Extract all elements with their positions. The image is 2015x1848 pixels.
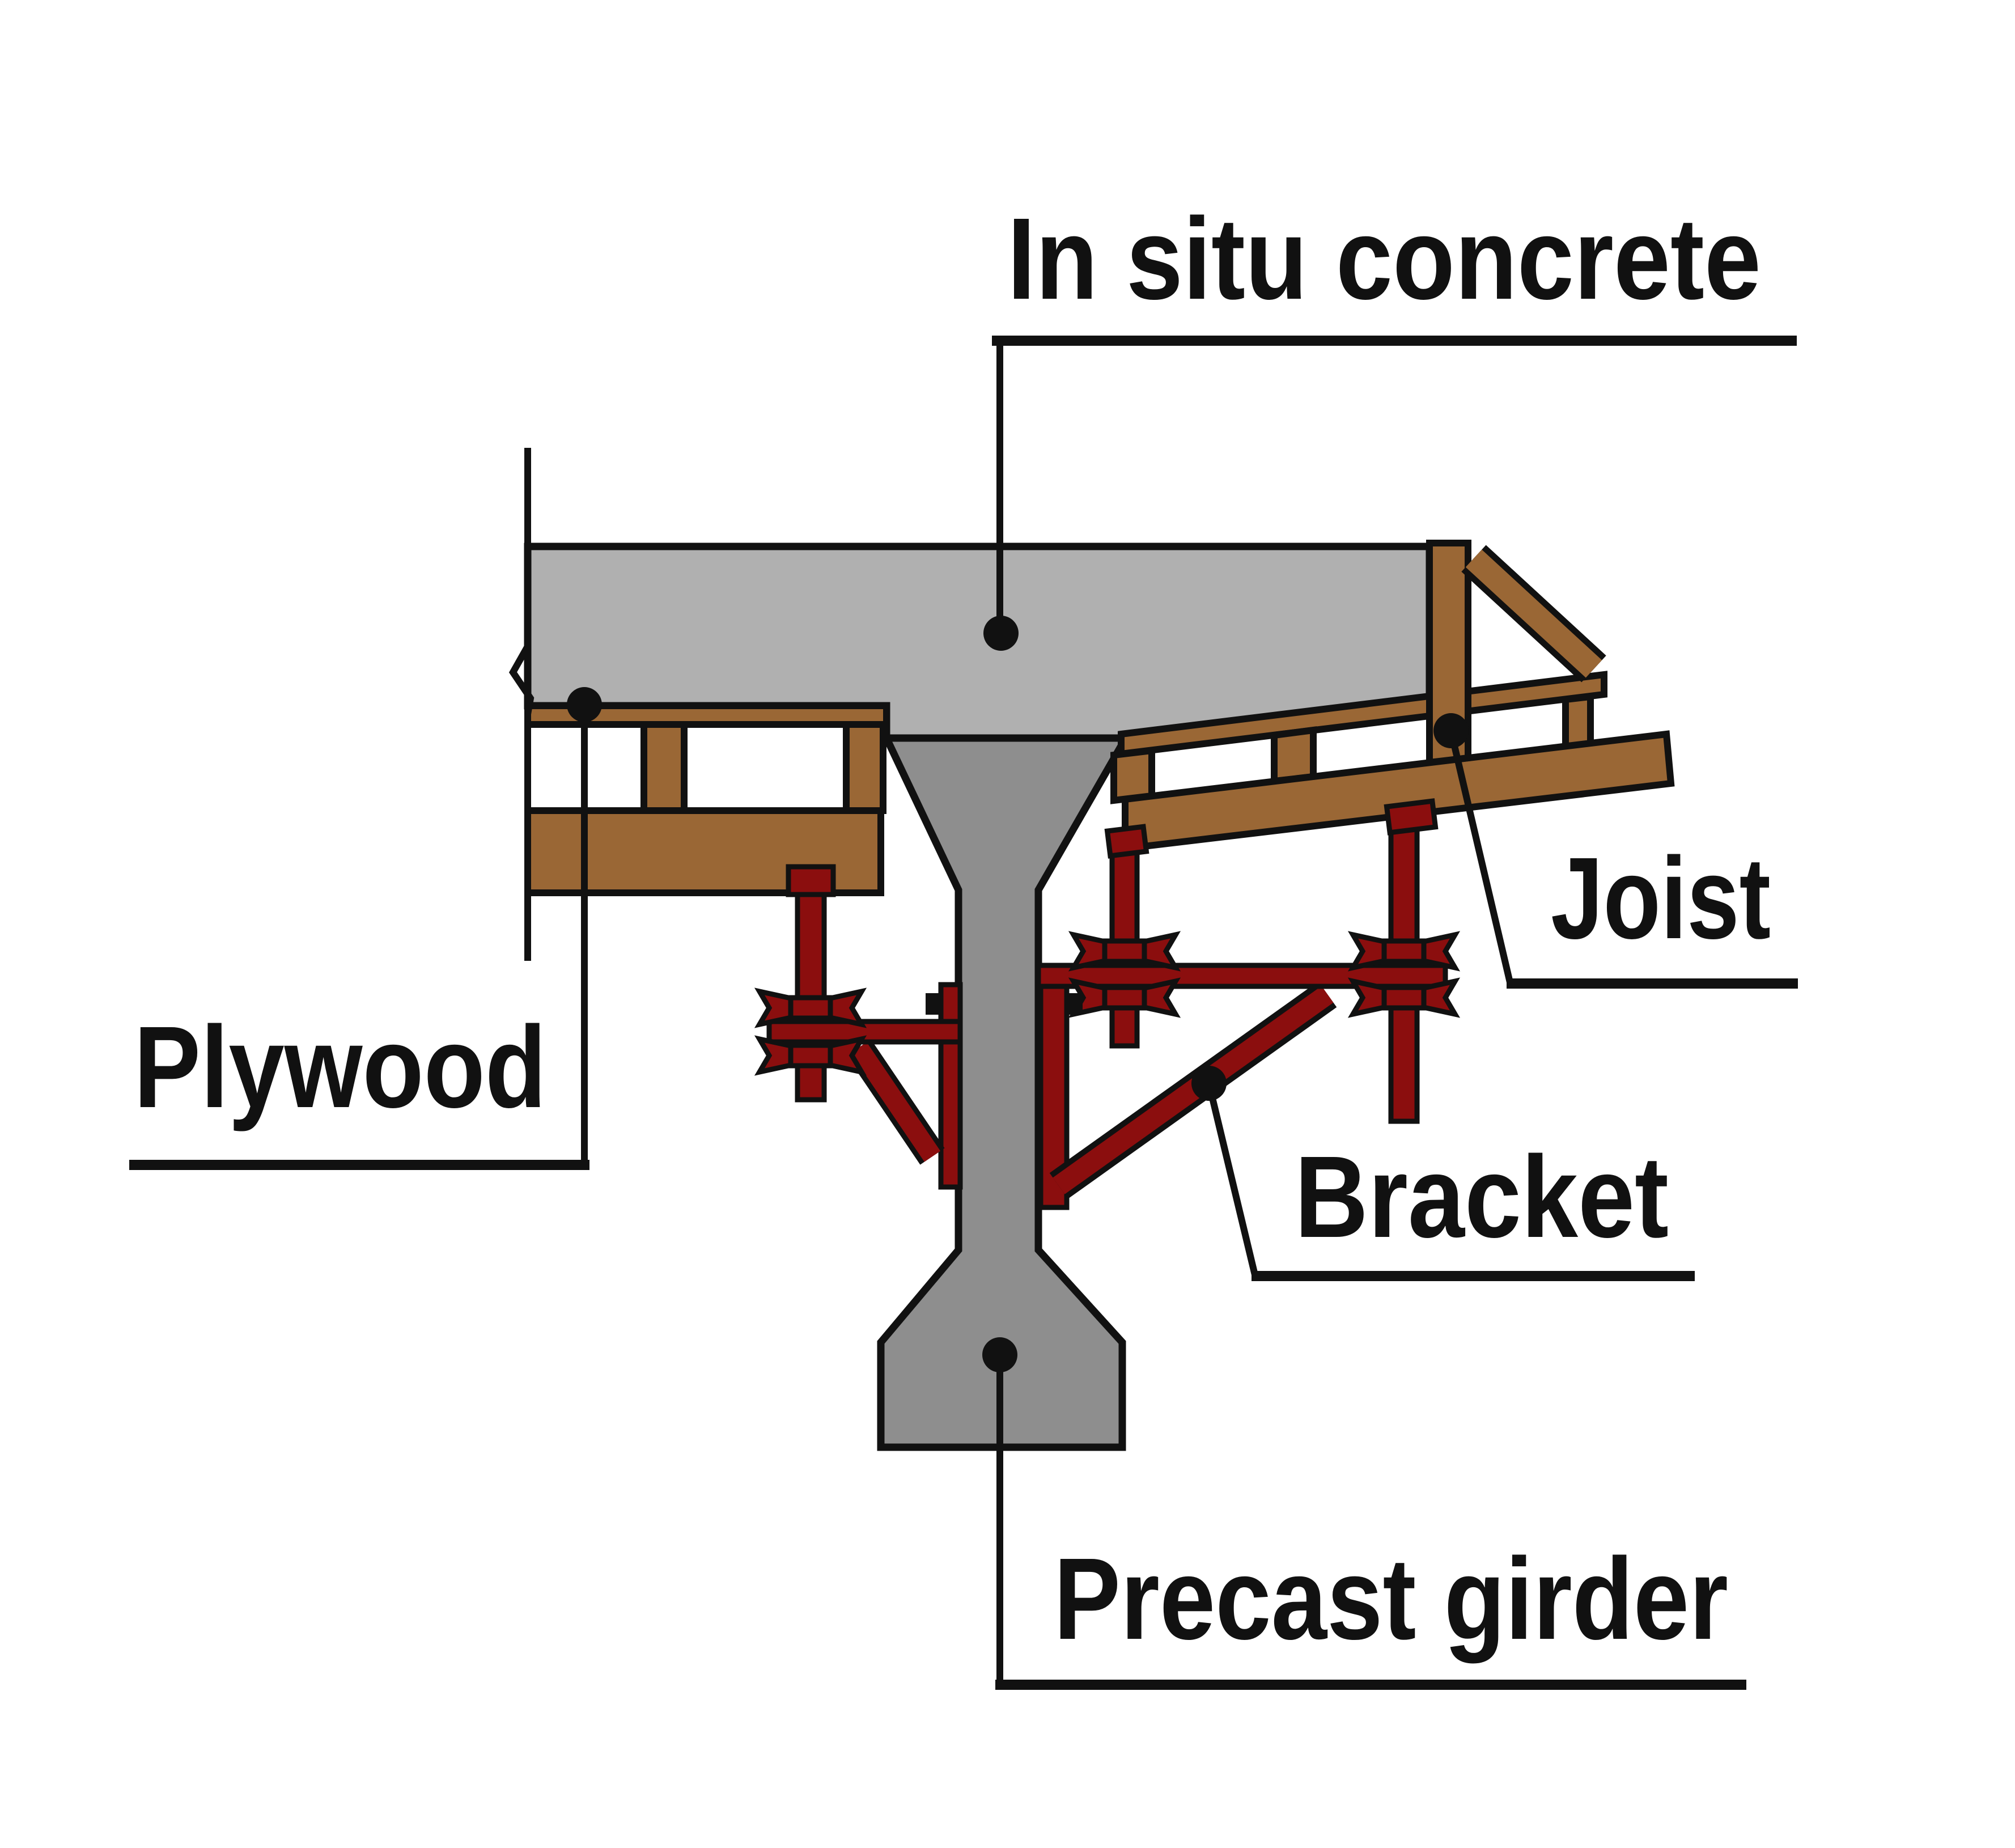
left-web-bolt [926, 993, 940, 1015]
outer-right-prop-head-plate [1384, 798, 1439, 836]
left-prop-upper-wingnut [760, 991, 862, 1024]
left-web-plate [938, 982, 963, 1190]
outer-right-prop-lower-wingnut [1353, 981, 1455, 1014]
left-joist-2 [843, 721, 886, 814]
bracket-leader-line [1206, 1083, 1258, 1276]
right-joist-4 [1562, 693, 1594, 752]
edge-form-brace [1465, 549, 1602, 678]
label-joist: Joist [1551, 833, 1771, 963]
outer-right-prop-upper-wingnut [1353, 935, 1455, 968]
plywood-leader-dot [567, 687, 602, 722]
joist-leader-dot [1433, 713, 1469, 748]
left-joist-1 [640, 721, 688, 814]
inner-right-prop-lower-wingnut [1074, 981, 1176, 1014]
girder-leader-dot [982, 1337, 1017, 1372]
joist-leader-line [1448, 730, 1513, 984]
right-web-bolt [1068, 993, 1083, 1015]
concrete-leader-dot [983, 616, 1019, 651]
left-bracket-diagonal [850, 1042, 941, 1162]
bracket-leader-dot [1191, 1066, 1227, 1101]
right-joist-2 [1271, 726, 1317, 785]
slab-edge-board-joist [1426, 540, 1471, 766]
label-bracket: Bracket [1295, 1132, 1669, 1262]
inner-right-prop-upper-wingnut [1074, 935, 1176, 968]
left-bracket-beam [766, 1019, 963, 1045]
break-line [508, 448, 534, 961]
right-bracket-beam [1036, 963, 1448, 989]
left-prop-lower-wingnut [760, 1039, 862, 1072]
left-prop-head-plate [786, 864, 836, 897]
label-precast-girder: Precast girder [1054, 1534, 1728, 1664]
label-plywood: Plywood [134, 1002, 546, 1132]
inner-right-prop-head-plate [1104, 824, 1149, 859]
label-in-situ-concrete: In situ concrete [1007, 194, 1761, 324]
right-joist-1 [1110, 747, 1155, 804]
